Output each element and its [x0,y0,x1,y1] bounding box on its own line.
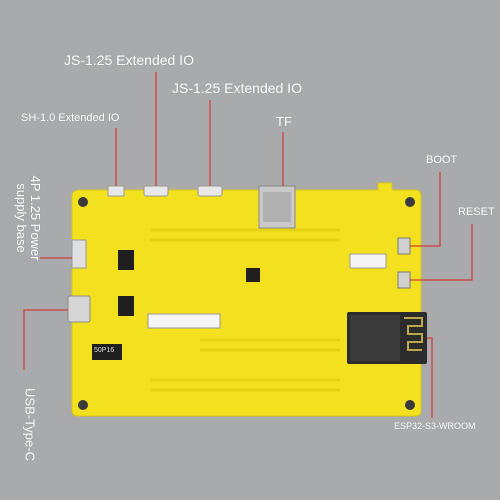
mounting-hole [405,400,415,410]
reset-button [397,271,411,289]
js-io-connector-left [143,185,169,197]
label-esp-module: ESP32-S3-WROOM [394,421,476,431]
chip [246,268,260,282]
mounting-hole [405,197,415,207]
power-connector [71,239,87,269]
js-io-connector-right [197,185,223,197]
label-tf: TF [276,114,292,129]
label-usb-type-c: USB-Type-C [22,388,38,461]
mounting-hole [78,400,88,410]
label-reset: RESET [458,206,495,218]
fpc-connector [147,313,221,329]
sh-io-connector [107,185,125,197]
usb-c-port [67,295,91,323]
chip [92,344,122,360]
chip [118,250,134,270]
leader-boot [410,172,441,247]
label-js-io-left: JS-1.25 Extended IO [64,52,194,68]
chip [118,296,134,316]
mounting-hole [78,197,88,207]
label-boot: BOOT [426,154,458,166]
fpc-connector [349,253,387,269]
leader-esp [427,337,433,418]
leader-usb [23,309,68,370]
chip-marking: 50P16 [94,347,115,354]
leader-reset [410,224,473,281]
label-sh-io: SH-1.0 Extended IO [21,112,120,124]
boot-button [397,237,411,255]
label-js-io-right: JS-1.25 Extended IO [172,80,302,96]
label-power-base: 4P 1.25 Power supply base [14,175,43,261]
